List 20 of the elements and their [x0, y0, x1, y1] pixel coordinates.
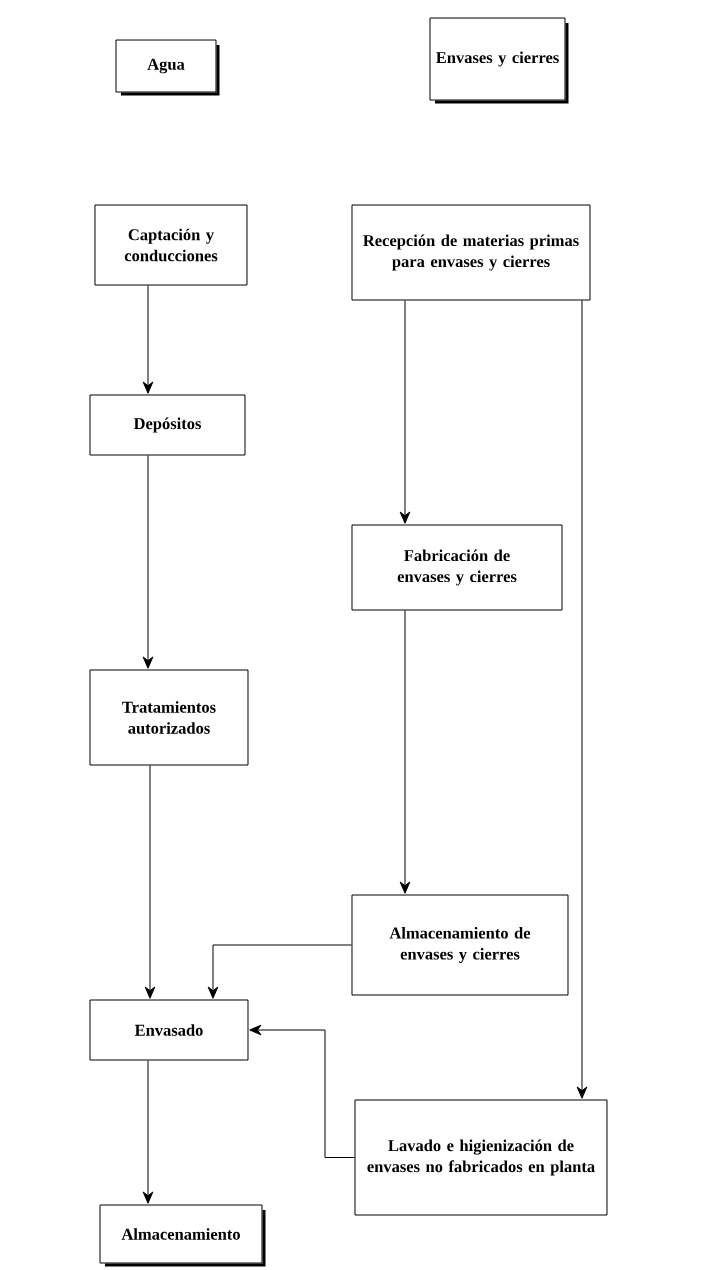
arrow [142, 455, 154, 669]
arrow [142, 285, 154, 394]
arrow [142, 1060, 154, 1204]
process-box: Fabricación de envases y cierres [351, 524, 563, 611]
process-box: Almacenamiento [99, 1204, 266, 1267]
process-box: Tratamientos autorizados [89, 669, 249, 766]
arrow [399, 610, 411, 894]
process-box: Captación y conducciones [94, 204, 248, 286]
arrow [399, 300, 411, 524]
arrow [576, 300, 588, 1099]
arrow [144, 765, 156, 999]
process-box: Depósitos [89, 394, 246, 456]
process-box: Almacenamiento de envases y cierres [351, 894, 569, 996]
arrow [207, 944, 352, 999]
process-box: Recepción de materias primas para envases y cierres [351, 204, 591, 301]
process-box: Agua [115, 39, 220, 96]
process-box: Lavado e higienización de envases no fabricados en planta [354, 1099, 608, 1216]
process-box: Envasado [89, 999, 249, 1061]
arrow [249, 1024, 355, 1158]
process-box: Envases y cierres [429, 17, 569, 104]
